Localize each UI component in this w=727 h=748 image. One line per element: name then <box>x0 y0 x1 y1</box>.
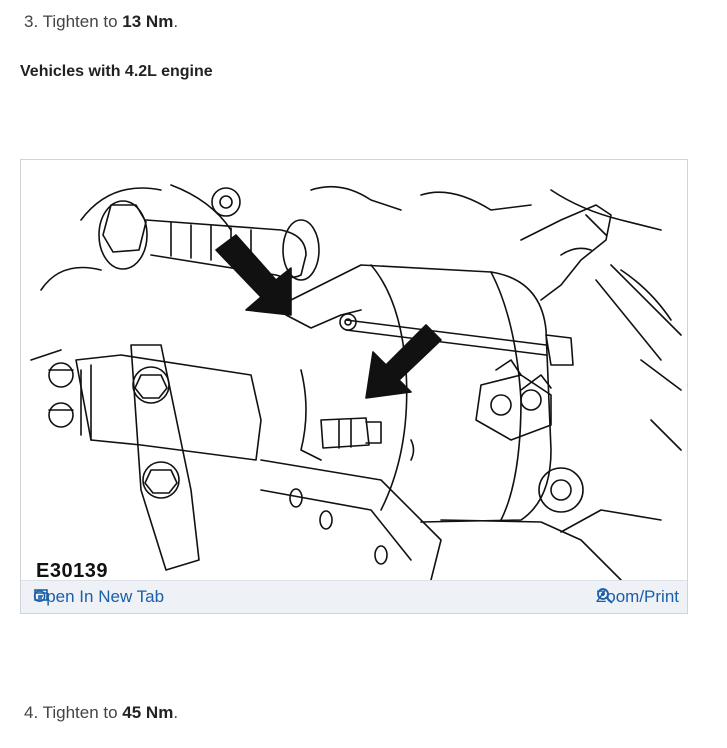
zoom-icon <box>596 588 613 604</box>
figure-label: E30139 <box>36 560 108 582</box>
open-in-new-tab-button[interactable]: Open In New Tab <box>33 587 164 607</box>
section-heading: Vehicles with 4.2L engine <box>20 63 213 80</box>
step-4-suffix: . <box>173 703 179 722</box>
step-3-prefix: 3. Tighten to <box>24 12 123 31</box>
zoom-print-label: Zoom/Print <box>595 587 679 606</box>
zoom-print-button[interactable]: Zoom/Print <box>596 587 679 607</box>
starter-motor-illustration <box>30 184 682 580</box>
figure-toolbar: Open In New Tab Zoom/Print <box>21 580 687 613</box>
step-3: 3. Tighten to 13 Nm. <box>24 12 178 32</box>
open-in-new-tab-label: Open In New Tab <box>33 587 165 606</box>
step-3-suffix: . <box>173 12 179 31</box>
step-3-torque: 13 Nm <box>122 12 174 31</box>
step-4: 4. Tighten to 45 Nm. <box>24 703 178 723</box>
figure-container: E30139 Open In New Tab Zoom/Print <box>20 159 688 614</box>
step-4-torque: 45 Nm <box>122 703 174 722</box>
open-new-tab-icon <box>34 589 48 601</box>
step-4-prefix: 4. Tighten to <box>24 703 123 722</box>
